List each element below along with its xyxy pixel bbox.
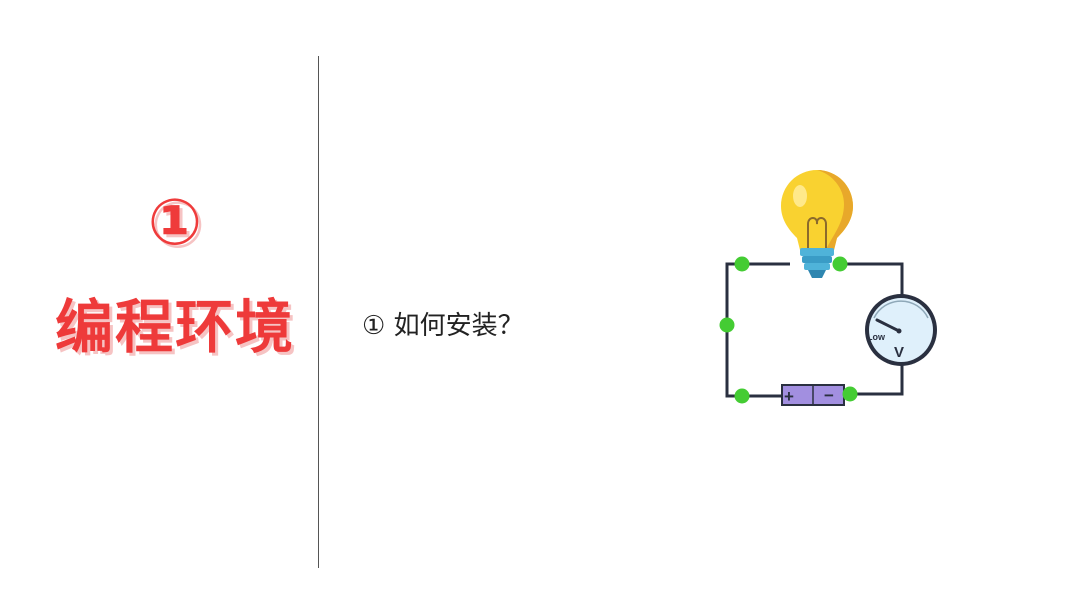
node-dot (719, 317, 735, 333)
section-title: 编程环境 (54, 293, 295, 361)
battery-minus-label: − (824, 386, 834, 405)
circuit-illustration: Low V + − (719, 170, 937, 406)
meter-label-v: V (894, 344, 904, 361)
connection-nodes (719, 256, 858, 404)
section-number: ① (147, 186, 203, 260)
node-dot (832, 256, 848, 272)
battery-plus-label: + (784, 387, 794, 406)
voltmeter-icon: Low V (865, 294, 937, 366)
node-dot (842, 386, 858, 402)
lightbulb-icon (781, 170, 853, 278)
battery-icon: + − (781, 384, 845, 406)
node-dot (734, 388, 750, 404)
question-text: ① 如何安装？ (362, 311, 524, 341)
meter-label-low: Low (867, 332, 886, 342)
node-dot (734, 256, 750, 272)
vertical-divider (318, 56, 319, 568)
